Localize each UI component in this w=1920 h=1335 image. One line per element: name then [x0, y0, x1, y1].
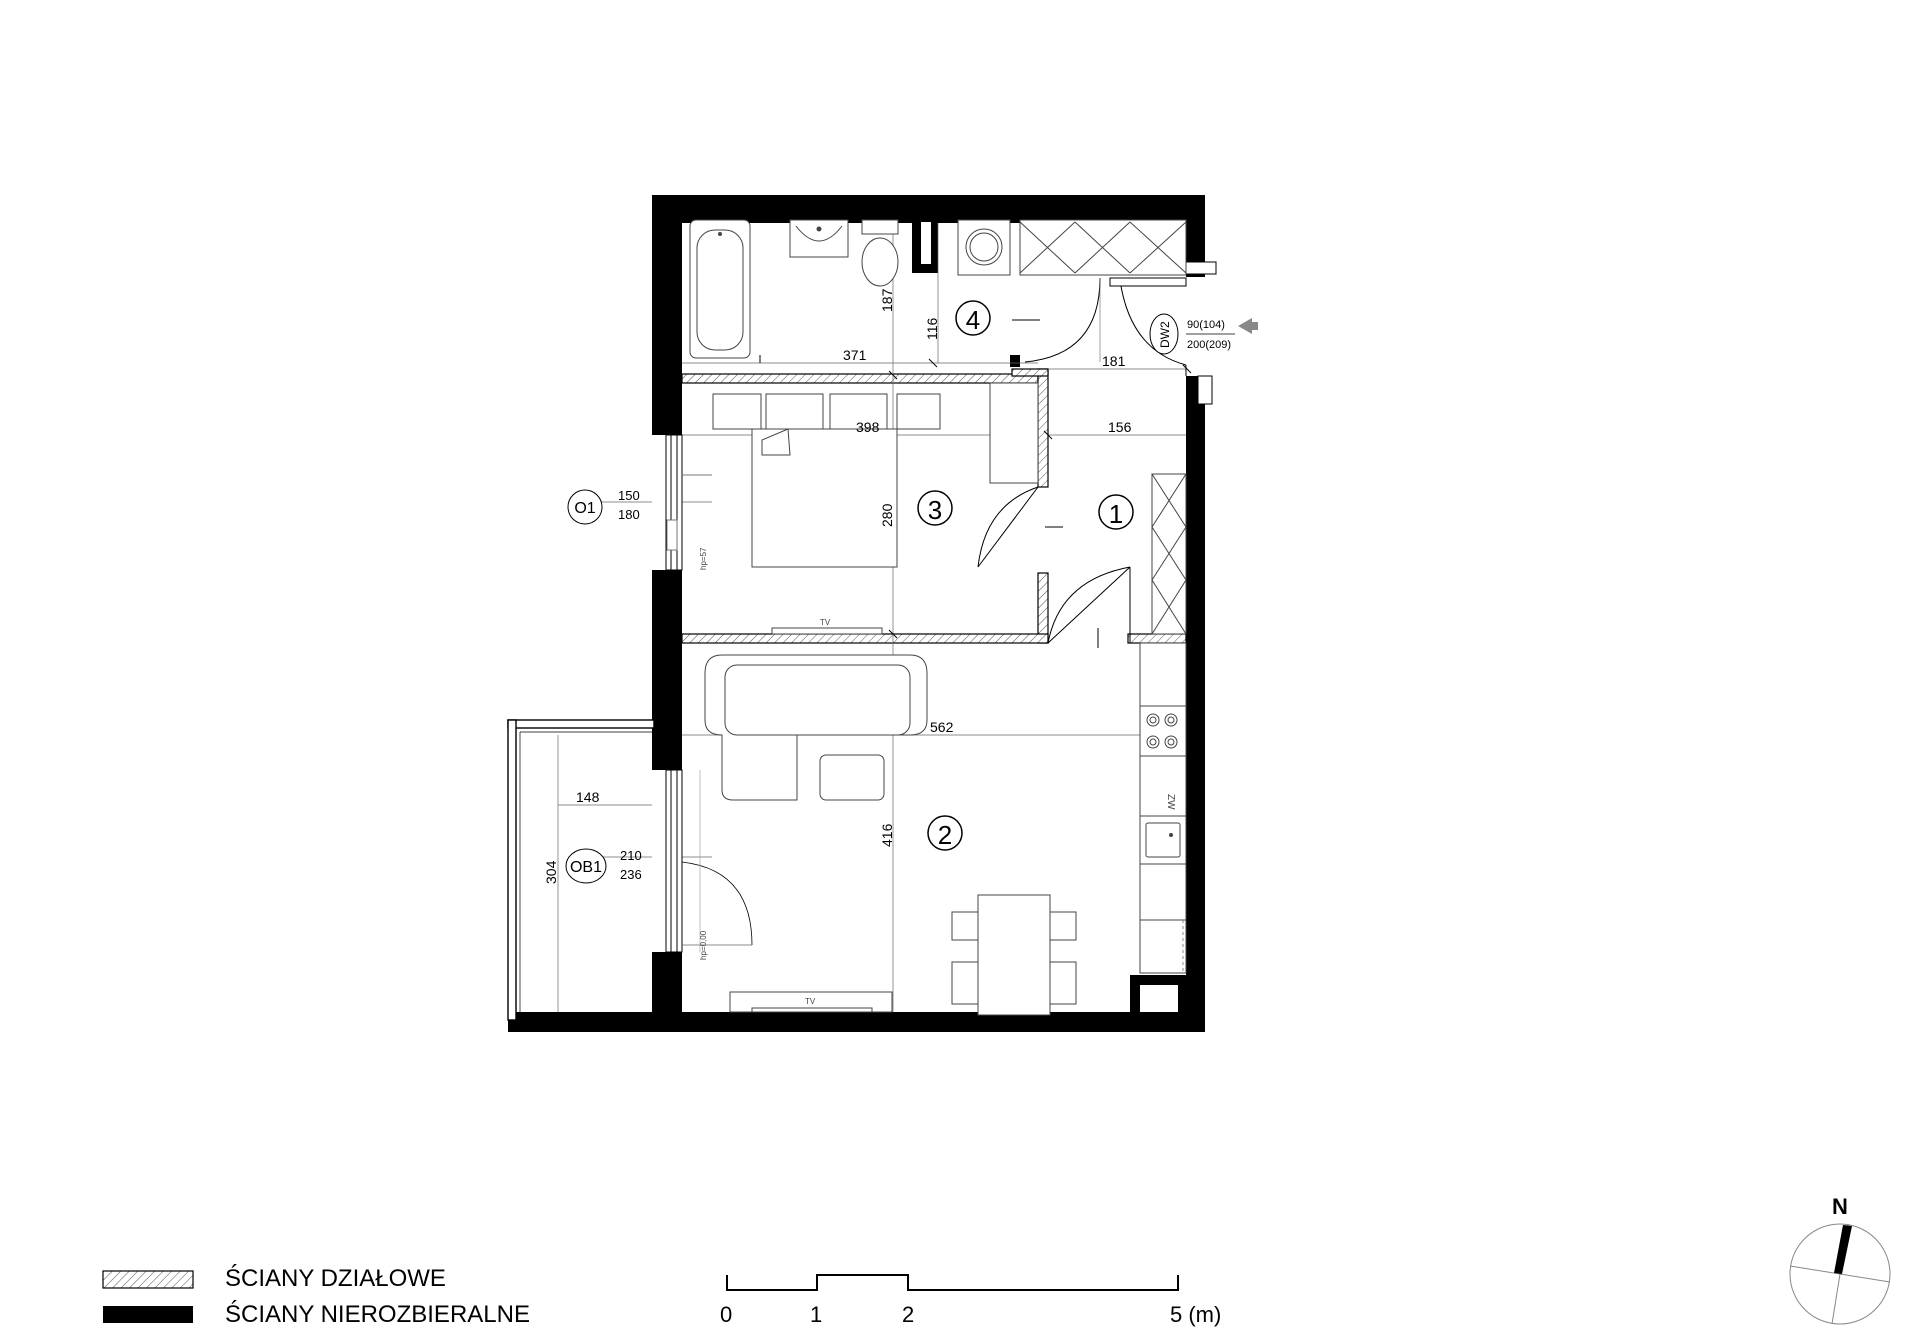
tv-bedroom-label: TV: [820, 618, 831, 627]
legend-partition-swatch: [102, 1270, 194, 1289]
bedroom-furniture: [712, 393, 941, 635]
doorframe-post: [1010, 355, 1020, 367]
doors: [977, 277, 1187, 648]
north-label: N: [1832, 1194, 1848, 1219]
legend-structural-label: ŚCIANY NIEROZBIERALNE: [225, 1300, 530, 1328]
north-arrow-icon: [1834, 1225, 1852, 1274]
left-wall-middle: [652, 570, 682, 770]
partition-walls: [681, 368, 1187, 644]
right-wall-upper: [1186, 195, 1205, 277]
tv-bedroom-icon: [771, 627, 883, 635]
balcony: [507, 719, 655, 1021]
window-ob1-width: 210: [620, 848, 642, 863]
window-ob1-code: OB1: [570, 859, 602, 876]
wardrobes: [989, 219, 1187, 635]
dim-hall-small: 116: [924, 317, 940, 340]
window-o1-sill: hp=57: [699, 547, 708, 570]
bathroom-fixtures: [689, 219, 1011, 363]
window-o1-width: 150: [618, 488, 640, 503]
bottom-wall: [508, 1012, 1205, 1032]
dim-bath-height: 187: [879, 288, 895, 312]
living-furniture: [704, 654, 1077, 1016]
structural-walls: [508, 195, 1205, 1032]
north-arrow: [1789, 1223, 1891, 1325]
dim-living-width: 562: [930, 719, 954, 735]
coffee-table-icon: [819, 754, 885, 801]
room-label-1: 1: [1109, 499, 1123, 529]
dim-balcony-height: 304: [543, 860, 559, 884]
door-dw2-width: 90(104): [1187, 319, 1225, 331]
window-ob1-frame: [665, 769, 753, 953]
legend: ŚCIANY DZIAŁOWE ŚCIANY NIEROZBIERALNE: [102, 1264, 530, 1328]
legend-structural-swatch: [103, 1306, 193, 1323]
dim-hall-width: 156: [1108, 419, 1132, 435]
dim-living-height: 416: [879, 823, 895, 847]
right-wall-main: [1186, 376, 1205, 1032]
window-ob1-sill: hp=0,00: [699, 930, 708, 960]
cooktop-icon: [1139, 705, 1187, 757]
left-wall-upper: [652, 195, 682, 435]
room-label-2: 2: [938, 820, 952, 850]
fridge-icon: [1139, 755, 1187, 817]
window-ob1-tag: OB1 210 236: [565, 848, 642, 884]
scale-label-2: 2: [902, 1302, 914, 1327]
scale-label-5: 5 (m): [1170, 1302, 1221, 1327]
left-wall-lower: [652, 952, 682, 1012]
entrance-arrow-icon: [1238, 318, 1252, 334]
fridge-label: ZW: [1165, 794, 1176, 810]
room-labels: 1 2 3 4: [917, 300, 1134, 851]
window-o1-tag: O1 150 180: [567, 488, 640, 525]
dining-table-icon: [977, 894, 1051, 1016]
window-o1-height: 180: [618, 507, 640, 522]
dim-balcony-width: 148: [576, 789, 600, 805]
door-dw2-tag: DW2 90(104) 200(209): [1149, 313, 1235, 355]
scale-label-1: 1: [810, 1302, 822, 1327]
scale-bar: [726, 1274, 1179, 1291]
window-o1-code: O1: [574, 500, 595, 517]
entrance-door-frame: [1109, 261, 1217, 405]
tv-living-label: TV: [805, 997, 816, 1006]
window-ob1-height: 236: [620, 867, 642, 882]
dim-hall-top-width: 181: [1102, 353, 1126, 369]
door-dw2-height: 200(209): [1187, 339, 1231, 351]
door-dw2-code: DW2: [1158, 321, 1172, 348]
window-o1-frame: [665, 434, 712, 571]
toilet-icon: [861, 219, 899, 235]
dim-bedroom-width: 398: [856, 419, 880, 435]
scale-label-0: 0: [720, 1302, 732, 1327]
kitchen-units: [1139, 642, 1187, 974]
dim-bath-width: 371: [843, 347, 867, 363]
legend-partition-label: ŚCIANY DZIAŁOWE: [225, 1264, 446, 1292]
room-label-4: 4: [966, 305, 980, 335]
room-label-3: 3: [928, 495, 942, 525]
dim-bedroom-height: 280: [879, 503, 895, 527]
